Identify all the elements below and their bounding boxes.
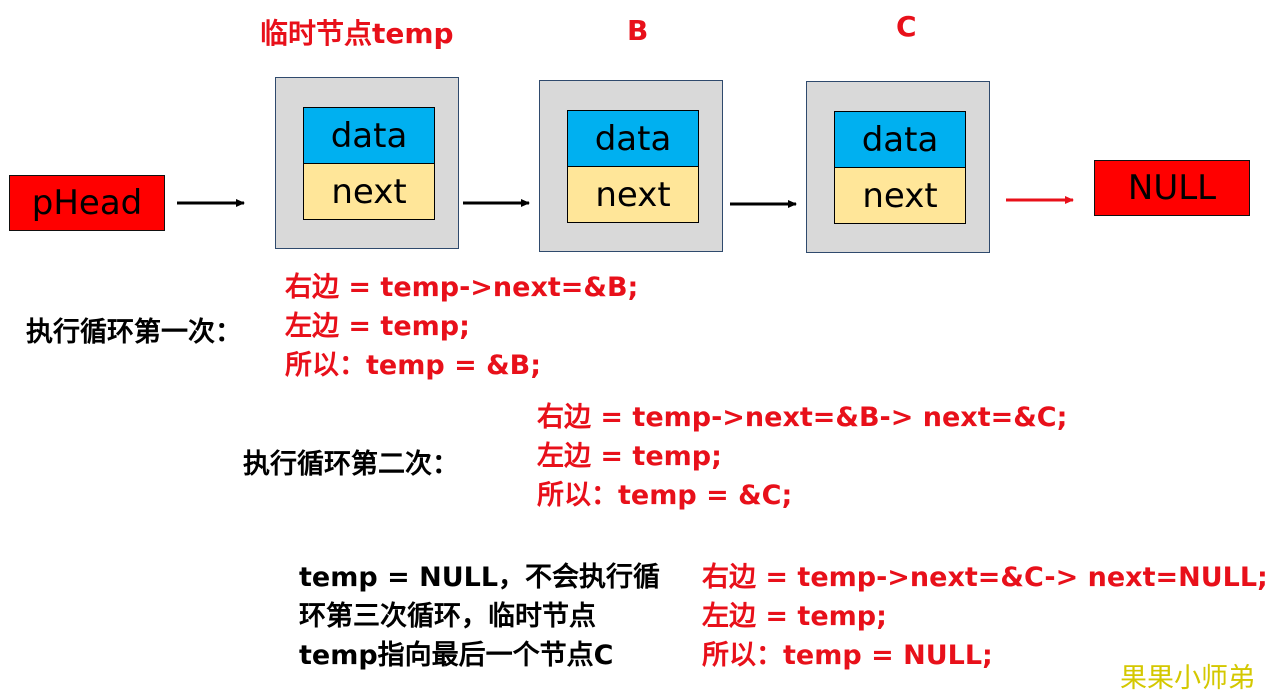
data-label: data [594,118,672,159]
next-cell: next [303,163,435,220]
watermark: 果果小师弟 [1120,663,1255,694]
null-box: NULL [1094,160,1250,216]
node-c: data next [806,81,990,253]
data-label: data [330,115,408,156]
loop3-line-left: 左边 = temp; [702,601,887,632]
loop3-line-right: 右边 = temp->next=&C-> next=NULL; [702,562,1268,593]
next-label: next [862,175,938,216]
data-label: data [861,119,939,160]
loop3-line-result: 所以：temp = NULL; [702,640,993,671]
node-label-c: C [896,10,917,43]
loop2-line-left: 左边 = temp; [537,441,722,472]
loop1-line-left: 左边 = temp; [285,311,470,342]
loop2-label: 执行循环第二次： [243,449,459,480]
loop3-lines: 右边 = temp->next=&C-> next=NULL; 左边 = tem… [702,558,1268,675]
null-label: NULL [1127,168,1217,208]
data-cell: data [567,110,699,167]
loop3-description: temp = NULL，不会执行循 环第三次循环，临时节点 temp指向最后一个… [299,558,660,675]
loop1-lines: 右边 = temp->next=&B; 左边 = temp; 所以：temp =… [285,268,638,385]
loop3-desc-line: 环第三次循环，临时节点 [299,601,596,632]
data-cell: data [834,111,966,168]
node-b: data next [539,80,723,252]
loop1-label: 执行循环第一次： [26,317,242,348]
next-cell: next [567,166,699,223]
loop3-desc-line: temp = NULL，不会执行循 [299,562,661,593]
next-label: next [595,174,671,215]
loop2-line-right: 右边 = temp->next=&B-> next=&C; [537,402,1068,433]
loop1-line-result: 所以：temp = &B; [285,350,542,381]
phead-label: pHead [31,183,143,223]
node-label-b: B [627,14,649,47]
next-cell: next [834,167,966,224]
node-label-temp: 临时节点temp [260,17,454,50]
data-cell: data [303,107,435,164]
loop3-desc-line: temp指向最后一个节点C [299,640,614,671]
phead-box: pHead [9,175,165,231]
next-label: next [331,171,407,212]
node-temp: data next [275,77,459,249]
loop2-line-result: 所以：temp = &C; [537,480,793,511]
loop2-lines: 右边 = temp->next=&B-> next=&C; 左边 = temp;… [537,398,1067,515]
loop1-line-right: 右边 = temp->next=&B; [285,272,639,303]
